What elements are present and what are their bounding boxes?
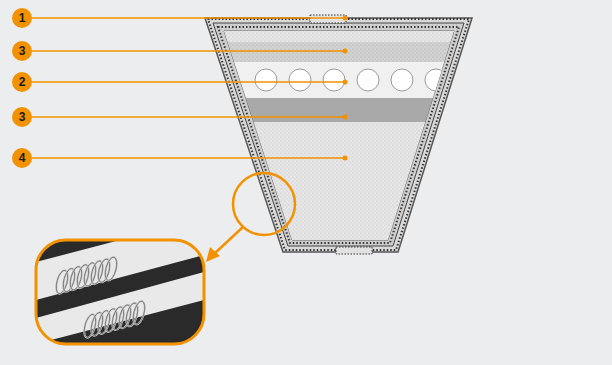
tension-cords — [255, 69, 481, 91]
inset-border — [36, 240, 204, 344]
tension-cord — [323, 69, 345, 91]
spring-coil — [103, 256, 119, 282]
bottom-seam — [336, 247, 372, 254]
magnifier-circle — [233, 173, 295, 235]
compression-layer — [200, 122, 480, 240]
spring-coil — [103, 256, 119, 282]
cushion-layer-bottom — [200, 98, 480, 122]
tension-cord — [459, 69, 481, 91]
top-seam — [310, 15, 346, 23]
magnifier-arrow — [214, 227, 243, 254]
tension-cord — [357, 69, 379, 91]
callout-number: 2 — [12, 72, 32, 92]
magnifier-arrowhead — [206, 247, 220, 262]
callout-number: 1 — [12, 8, 32, 28]
spring-inset — [36, 240, 204, 344]
callout-number: 4 — [12, 148, 32, 168]
leader-dots — [343, 16, 348, 161]
tension-cord — [289, 69, 311, 91]
tension-cord — [391, 69, 413, 91]
callout-number: 3 — [12, 41, 32, 61]
spring-coil — [131, 300, 147, 326]
callout-number: 3 — [12, 107, 32, 127]
top-layer — [200, 31, 480, 42]
tension-cord-layer — [200, 62, 480, 98]
spring-coil — [131, 300, 147, 326]
tension-cord — [425, 69, 447, 91]
leader-lines — [32, 18, 345, 158]
cushion-layer-top — [200, 42, 480, 62]
tension-cord — [255, 69, 277, 91]
